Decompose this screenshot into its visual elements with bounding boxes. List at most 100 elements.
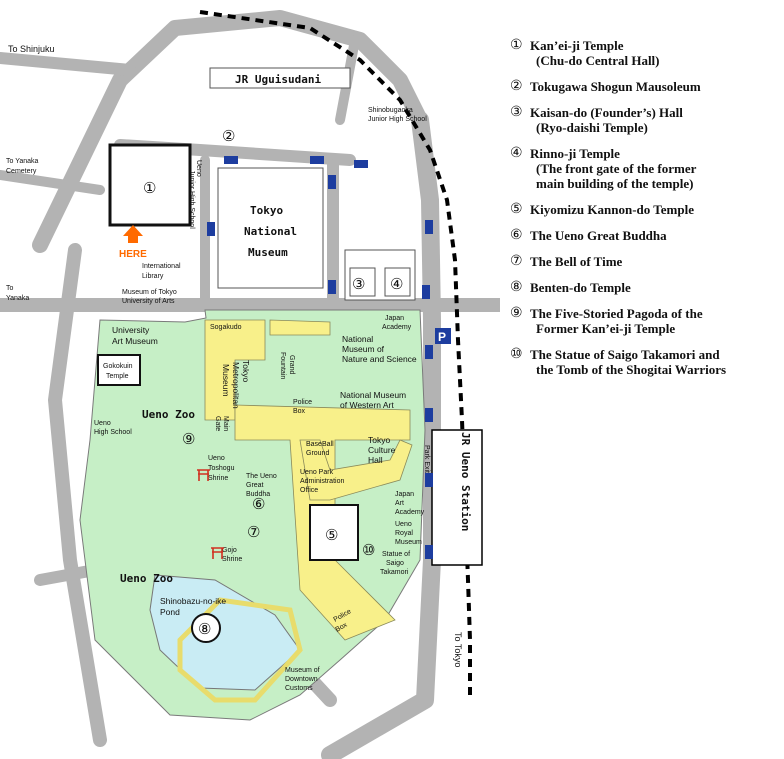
ueno-hs-label-1: Ueno (94, 420, 111, 427)
legend-number: ⑩ (510, 347, 523, 362)
ueno-jhs-label-1: Ueno (195, 160, 202, 177)
royal-museum-label-1: Ueno (395, 521, 412, 528)
western-art-label-2: of Western Art (340, 400, 394, 410)
legend-line: the Tomb of the Shogitai Warriors (536, 362, 727, 377)
royal-museum-label-2: Royal (395, 530, 413, 537)
shinobazu-label-2: Pond (160, 607, 180, 617)
legend-number: ① (510, 38, 523, 53)
legend-line: The Bell of Time (530, 254, 623, 269)
shinobugaoka-label-1: Shinobugaoka (368, 107, 413, 114)
kaneiji-block (108, 143, 192, 227)
railway-line (199, 10, 472, 700)
legend-text: Rinno-ji Temple(The front gate of the fo… (530, 146, 778, 191)
baseball-label-2: Ground (306, 450, 329, 457)
legend-number: ⑧ (510, 280, 523, 295)
baseball-label-1: BaseBall (306, 441, 334, 448)
site-number-8[interactable]: ⑧ (198, 622, 211, 638)
site-number-7[interactable]: ⑦ (247, 525, 260, 541)
legend-number: ② (510, 79, 523, 94)
gojo-label-1: Gojo (222, 547, 237, 554)
legend-number: ⑦ (510, 254, 523, 269)
site-number-2[interactable]: ② (222, 129, 235, 145)
site-8-ring (191, 613, 221, 643)
art-academy-label-3: Academy (395, 509, 425, 516)
site-number-4[interactable]: ④ (390, 277, 403, 293)
legend-line: main building of the temple) (536, 176, 694, 191)
police-box-label-1: Police (293, 399, 312, 406)
left-arrow-icon (310, 156, 324, 164)
to-yanaka-label-1: To (6, 285, 14, 292)
legend-line: The Statue of Saigo Takamori and (530, 347, 720, 362)
legend-item: ② Tokugawa Shogun Mausoleum (510, 79, 778, 94)
gokokuin-label-2: Temple (106, 373, 129, 380)
intl-library-label-1: International (142, 263, 181, 270)
fountain-label-1: Grand (288, 355, 295, 375)
toshogu-label-1: Ueno (208, 455, 225, 462)
legend-line: (Ryo-daishi Temple) (536, 120, 648, 135)
park-exit-label: Park Exit (423, 445, 430, 473)
western-art-label-1: National Museum (340, 390, 406, 400)
right-arrow-icon (354, 160, 368, 168)
admin-label-3: Office (300, 487, 318, 494)
legend-line: Benten-do Temple (530, 280, 631, 295)
site-number-3[interactable]: ③ (352, 277, 365, 293)
art-academy-label-1: Japan (395, 491, 414, 498)
site-number-6[interactable]: ⑥ (252, 497, 265, 513)
buildings (97, 67, 416, 561)
shinobugaoka-label-2: Junior High School (368, 116, 427, 123)
legend-text: Kan’ei-ji Temple(Chu-do Central Hall) (530, 38, 778, 68)
great-buddha-label-2: Great (246, 482, 264, 489)
legend-item: ① Kan’ei-ji Temple(Chu-do Central Hall) (510, 38, 778, 68)
here-arrow-icon[interactable] (123, 225, 143, 243)
shinobazu-label-1: Shinobazu-no-ike (160, 596, 226, 606)
saigo-label-2: Saigo (386, 560, 404, 567)
site-number-9[interactable]: ⑨ (182, 432, 195, 448)
jr-ueno-station[interactable] (431, 429, 483, 566)
ueno-zoo-label-north: Ueno Zoo (142, 408, 195, 421)
tnm-label-2: National (244, 225, 297, 238)
site-number-10[interactable]: ⑩ (362, 543, 375, 559)
toshogu-label-2: Toshogu (208, 465, 235, 472)
toshogu-label-3: Shrine (208, 475, 228, 482)
jr-uguisudani-label: JR Uguisudani (235, 73, 321, 86)
up-arrow-icon (328, 175, 336, 189)
ueno-jhs-label-2: Junior High School (188, 170, 195, 229)
univ-art-museum-label-2: Art Museum (112, 336, 158, 346)
jr-uguisudani-block (209, 67, 351, 89)
down-arrow-icon (422, 285, 430, 299)
japan-academy-label-1: Japan (385, 315, 404, 322)
tnm-label-1: Tokyo (250, 204, 283, 217)
kiyomizu-block (309, 504, 359, 561)
sogakudo-label: Sogakudo (210, 324, 242, 331)
down-arrow-icon (425, 545, 433, 559)
left-arrow-icon (224, 156, 238, 164)
shinobazu-pond (149, 574, 301, 691)
legend-text: Tokugawa Shogun Mausoleum (530, 79, 778, 94)
tokyo-national-museum-block (217, 167, 324, 289)
intl-library-label-2: Library (142, 273, 164, 280)
downtown-label-1: Museum of (285, 667, 320, 674)
road-shinjuku (0, 52, 136, 76)
parking-letter: P (438, 330, 446, 344)
site-number-1[interactable]: ① (143, 181, 156, 197)
ueno-zoo-label-south: Ueno Zoo (120, 572, 173, 585)
legend-line: Former Kan’ei-ji Temple (536, 321, 676, 336)
site-number-5[interactable]: ⑤ (325, 528, 338, 544)
downtown-label-3: Customs (285, 685, 313, 692)
road-yanaka-cemetery (0, 170, 105, 195)
temple-4-inner (384, 267, 411, 297)
fountain-label-2: Fountain (279, 352, 286, 379)
museum-arts-label-1: Museum of Tokyo (122, 289, 177, 296)
nat-science-label-1: National (342, 334, 373, 344)
torii-icon (197, 469, 210, 481)
nat-science-label-2: Museum of (342, 344, 385, 354)
art-academy-label-2: Art (395, 500, 404, 507)
metropolitan-label-1: Tokyo (241, 360, 251, 382)
gojo-label-2: Shrine (222, 556, 242, 563)
legend-line: Kiyomizu Kannon-do Temple (530, 202, 694, 217)
